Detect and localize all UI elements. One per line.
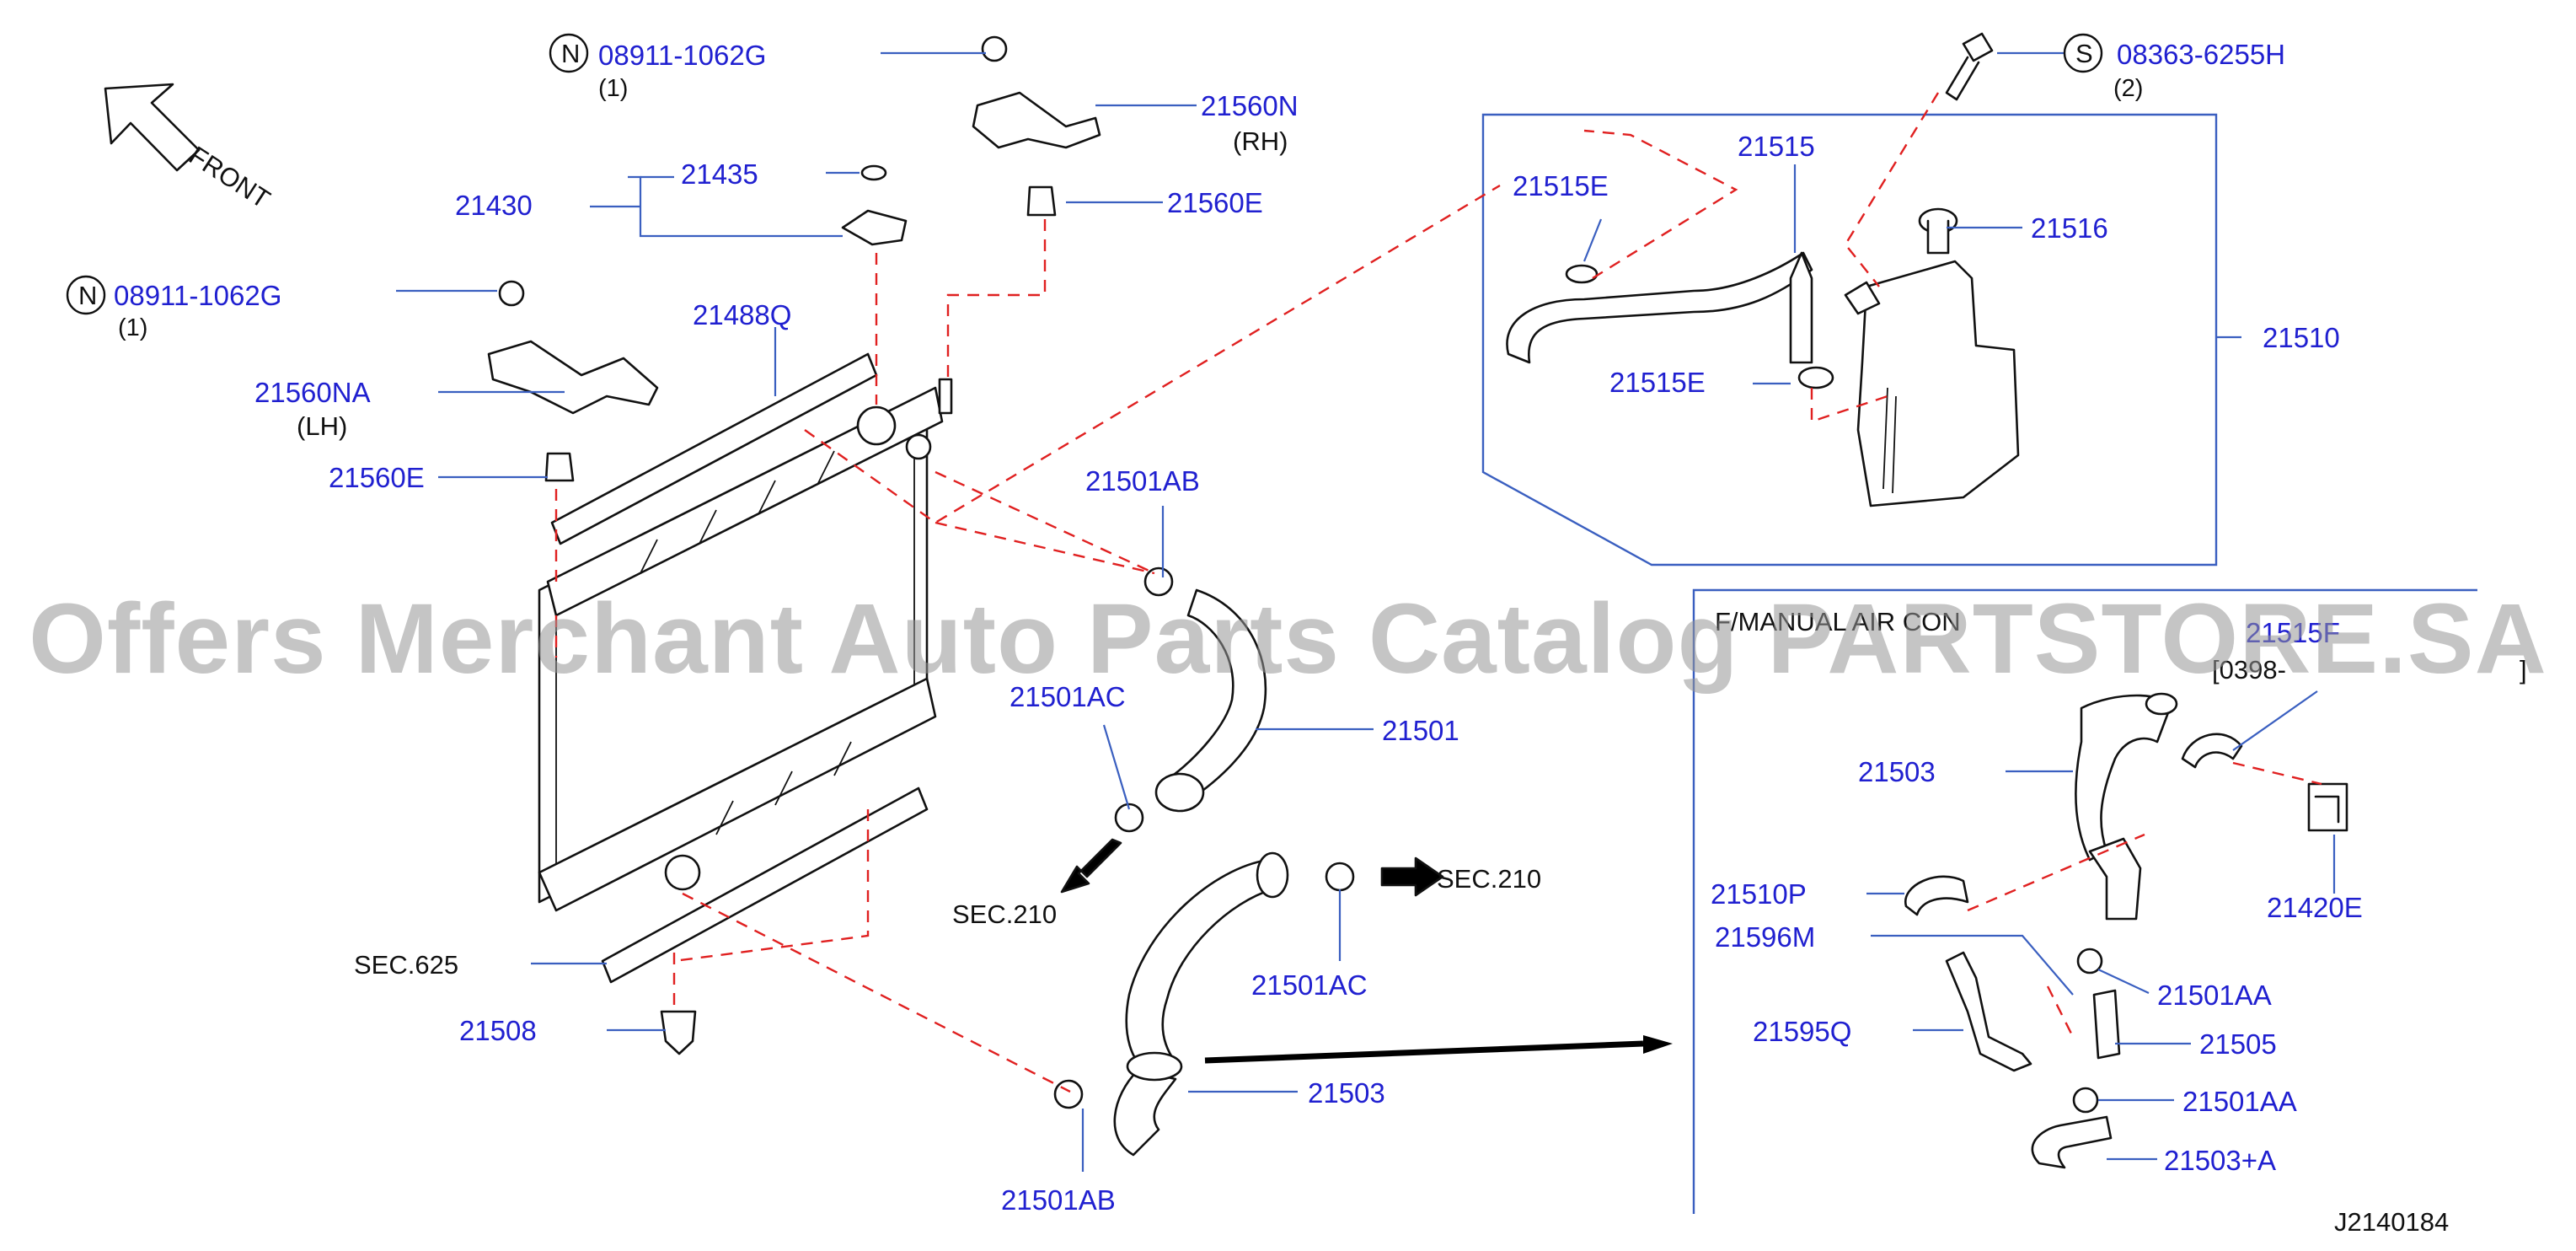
- clip-21420E: [2307, 782, 2348, 832]
- sec210-right-arrow-icon: [1380, 856, 1444, 897]
- symbol-n-top: N: [561, 39, 580, 68]
- reservoir-tank-21510: [1844, 207, 2020, 507]
- seal-ring-21435: [860, 164, 887, 181]
- label-08363-qty: (2): [2113, 75, 2143, 102]
- front-label: FRONT: [184, 141, 276, 215]
- label-21515E-a[interactable]: 21515E: [1513, 170, 1609, 201]
- diagram-id: J2140184: [2334, 1207, 2449, 1237]
- label-21560E-top[interactable]: 21560E: [1167, 187, 1263, 218]
- inset-range-close: ]: [2520, 655, 2527, 685]
- label-21435[interactable]: 21435: [681, 158, 758, 190]
- radiator-cap-21430: [841, 209, 908, 246]
- label-21501AB-top[interactable]: 21501AB: [1085, 465, 1200, 497]
- label-21503-main[interactable]: 21503: [1308, 1077, 1385, 1109]
- assembly-dashed-lines: [554, 92, 2322, 1093]
- symbol-n-circle-top: [549, 33, 589, 73]
- to-inset-arrow-icon: [1204, 1040, 1644, 1064]
- pipe-21505: [2092, 989, 2121, 1060]
- label-21501AA-a[interactable]: 21501AA: [2157, 980, 2272, 1011]
- symbol-s-circle: [2063, 33, 2103, 73]
- inset-range: [0398-: [2212, 655, 2286, 685]
- label-08363[interactable]: 08363-6255H: [2117, 39, 2285, 70]
- bracket-lh-drawing: [487, 280, 659, 482]
- label-21510P[interactable]: 21510P: [1711, 878, 1807, 910]
- label-sec625[interactable]: SEC.625: [354, 950, 458, 980]
- label-21501AB-bottom[interactable]: 21501AB: [1001, 1184, 1116, 1216]
- label-sec210-left[interactable]: SEC.210: [952, 899, 1057, 929]
- label-21560NA[interactable]: 21560NA: [254, 377, 371, 408]
- bolt-08363-drawing: [1945, 32, 1994, 101]
- label-rh: (RH): [1233, 126, 1288, 156]
- sec210-left-arrow-icon: [1060, 838, 1122, 894]
- label-21596M[interactable]: 21596M: [1715, 921, 1815, 953]
- label-sec210-right[interactable]: SEC.210: [1437, 864, 1541, 894]
- part-labels: 08911-1062G (1) 21560N (RH) 21435 21430 …: [114, 39, 2527, 1237]
- label-21595Q[interactable]: 21595Q: [1753, 1016, 1851, 1047]
- label-21505[interactable]: 21505: [2199, 1028, 2277, 1060]
- radiator-core-drawing: [538, 378, 953, 912]
- symbol-s: S: [2075, 39, 2093, 68]
- reservoir-hose-21515: [1506, 251, 1834, 389]
- label-21488Q[interactable]: 21488Q: [693, 299, 791, 330]
- label-21508[interactable]: 21508: [459, 1015, 537, 1046]
- clamp-21515F: [2181, 733, 2243, 769]
- label-21501[interactable]: 21501: [1382, 715, 1459, 746]
- inset-title: F/MANUAL AIR CON: [1715, 607, 1961, 636]
- label-08911-left[interactable]: 08911-1062G: [114, 280, 281, 311]
- inset-frame: [1692, 588, 2477, 1214]
- label-21420E[interactable]: 21420E: [2267, 892, 2363, 923]
- seal-strip-lower: [601, 787, 929, 984]
- label-21510[interactable]: 21510: [2263, 322, 2340, 353]
- reservoir-group-frame: [1481, 113, 2218, 566]
- label-21503A[interactable]: 21503+A: [2164, 1145, 2276, 1176]
- symbol-n-left: N: [78, 281, 97, 310]
- label-21501AA-b[interactable]: 21501AA: [2182, 1086, 2297, 1117]
- label-08911-top[interactable]: 08911-1062G: [598, 40, 766, 71]
- upper-hose-21501: [1114, 566, 1267, 833]
- label-21515F[interactable]: 21515F: [2246, 617, 2340, 648]
- label-21560E-left[interactable]: 21560E: [329, 462, 425, 493]
- leader-lines: [396, 51, 2336, 1172]
- label-21515[interactable]: 21515: [1738, 131, 1815, 162]
- label-08911-left-qty: (1): [118, 314, 147, 341]
- label-21515E-b[interactable]: 21515E: [1609, 367, 1706, 398]
- clamp-21510P: [1904, 875, 1969, 916]
- label-21430[interactable]: 21430: [455, 190, 533, 221]
- label-21503-inset[interactable]: 21503: [1858, 756, 1936, 787]
- bracket-rh-drawing: [972, 35, 1101, 217]
- label-21501AC-right[interactable]: 21501AC: [1251, 969, 1368, 1001]
- label-21560N[interactable]: 21560N: [1201, 90, 1299, 121]
- sensor-21595Q: [1945, 951, 2032, 1072]
- label-lh: (LH): [297, 411, 347, 441]
- label-08911-top-qty: (1): [598, 75, 628, 102]
- lower-hose-21503: [1053, 851, 1355, 1157]
- hose-21503A: [2031, 1115, 2113, 1169]
- front-arrow-icon: [104, 83, 201, 172]
- inset-hose-21503: [2075, 692, 2178, 921]
- label-21501AC-left[interactable]: 21501AC: [1010, 681, 1126, 712]
- symbol-n-circle-left: [66, 275, 106, 315]
- label-21516[interactable]: 21516: [2031, 212, 2108, 244]
- grommet-21508: [660, 1010, 697, 1055]
